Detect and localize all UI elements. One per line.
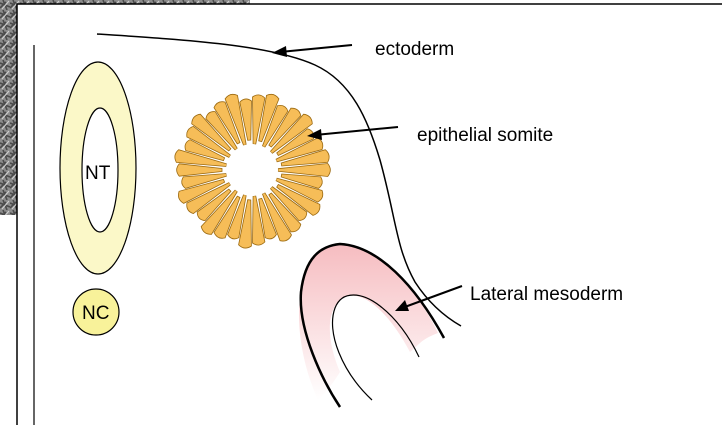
lateral-mesoderm-label: Lateral mesoderm	[470, 284, 623, 305]
neural-tube: NT	[60, 62, 136, 274]
notochord: NC	[73, 289, 119, 335]
neural-tube-label: NT	[85, 163, 111, 184]
ectoderm-label: ectoderm	[375, 39, 454, 60]
somite-lumen	[226, 144, 278, 196]
notochord-label: NC	[82, 303, 109, 324]
epithelial-somite-label: epithelial somite	[417, 125, 553, 146]
